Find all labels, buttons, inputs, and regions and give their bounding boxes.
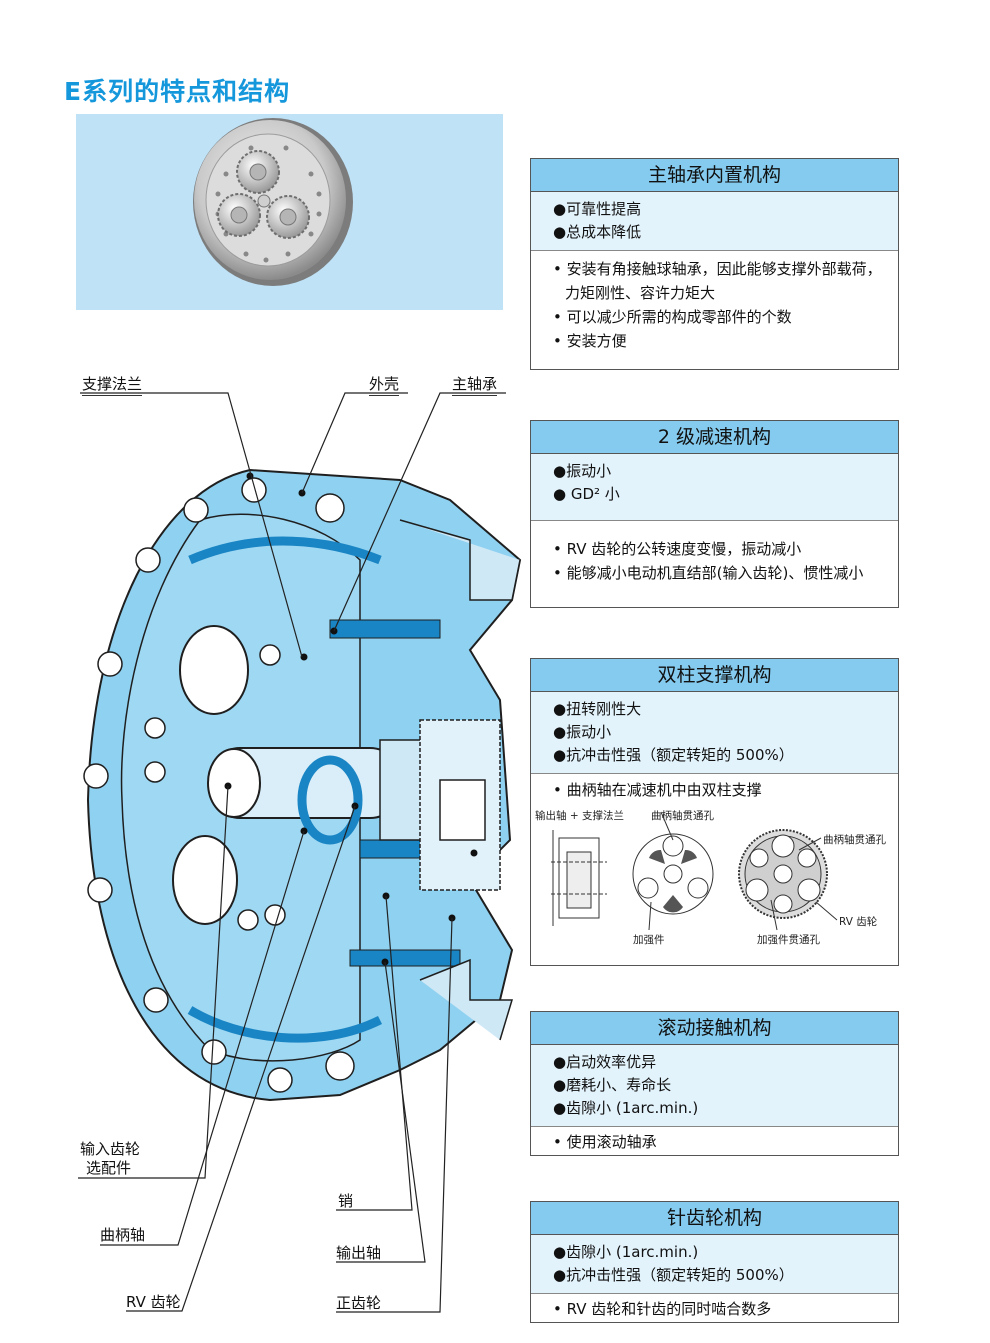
- box-description: • 安装有角接触球轴承，因此能够支撑外部载荷，力矩刚性、容许力矩大 • 可以减少…: [531, 251, 898, 359]
- box-features: ●启动效率优异 ●磨耗小、寿命长 ●齿隙小 (1arc.min.): [531, 1045, 898, 1127]
- desc-item: • RV 齿轮的公转速度变慢，振动减小: [553, 540, 802, 558]
- feature-box-rolling-contact: 滚动接触机构 ●启动效率优异 ●磨耗小、寿命长 ●齿隙小 (1arc.min.)…: [530, 1011, 899, 1156]
- feature-item: ●磨耗小、寿命长: [553, 1076, 672, 1094]
- page-title: E系列的特点和结构: [64, 77, 291, 106]
- label-spur-gear: 正齿轮: [336, 1294, 382, 1312]
- diagram-label-crank-hole-2: 曲柄轴贯通孔: [823, 834, 886, 846]
- desc-item: • 安装方便: [553, 332, 627, 350]
- box-features: ●扭转刚性大 ●振动小 ●抗冲击性强（额定转矩的 500%）: [531, 692, 898, 774]
- feature-item: ●抗冲击性强（额定转矩的 500%）: [553, 746, 794, 764]
- feature-box-double-column-support: 双柱支撑机构 ●扭转刚性大 ●振动小 ●抗冲击性强（额定转矩的 500%） • …: [530, 658, 899, 966]
- diagram-label-output-flange: 输出轴 + 支撑法兰: [535, 810, 624, 822]
- product-photo: [76, 114, 503, 310]
- label-input-gear: 输入齿轮: [80, 1140, 141, 1158]
- bearing-ring: [188, 536, 382, 565]
- desc-item: • 可以减少所需的构成零部件的个数: [553, 308, 792, 326]
- feature-item: ●振动小: [553, 462, 612, 480]
- feature-item: ●可靠性提高: [553, 200, 642, 218]
- label-housing: 外壳: [369, 373, 400, 396]
- box-heading: 针齿轮机构: [531, 1202, 898, 1235]
- desc-item: • RV 齿轮和针齿的同时啮合数多: [553, 1300, 772, 1318]
- feature-box-pin-gear: 针齿轮机构 ●齿隙小 (1arc.min.) ●抗冲击性强（额定转矩的 500%…: [530, 1201, 899, 1323]
- desc-item: • 曲柄轴在减速机中由双柱支撑: [553, 781, 762, 799]
- box-description: • 使用滚动轴承: [531, 1127, 898, 1157]
- label-crankshaft: 曲柄轴: [100, 1226, 146, 1244]
- feature-item: ●总成本降低: [553, 223, 642, 241]
- box-description: • RV 齿轮和针齿的同时啮合数多: [531, 1294, 898, 1324]
- box-heading: 滚动接触机构: [531, 1012, 898, 1045]
- desc-item: • 能够减小电动机直结部(输入齿轮)、惯性减小: [553, 564, 864, 582]
- feature-box-two-stage-reduction: 2 级减速机构 ●振动小 ● GD² 小 • RV 齿轮的公转速度变慢，振动减小…: [530, 420, 899, 608]
- diagram-label-reinforcement: 加强件: [633, 934, 665, 946]
- box-features: ●齿隙小 (1arc.min.) ●抗冲击性强（额定转矩的 500%）: [531, 1235, 898, 1294]
- diagram-label-reinforcement-hole: 加强件贯通孔: [757, 934, 820, 946]
- feature-item: ●扭转刚性大: [553, 700, 642, 718]
- box-features: ●可靠性提高 ●总成本降低: [531, 192, 898, 251]
- feature-item: ● GD² 小: [553, 485, 620, 503]
- desc-item: • 使用滚动轴承: [553, 1133, 657, 1151]
- box-description: • RV 齿轮的公转速度变慢，振动减小 • 能够减小电动机直结部(输入齿轮)、惯…: [531, 521, 898, 591]
- box-features: ●振动小 ● GD² 小: [531, 454, 898, 521]
- label-support-flange: 支撑法兰: [82, 373, 143, 396]
- double-column-drawing: [551, 811, 838, 931]
- box-heading: 主轴承内置机构: [531, 159, 898, 192]
- box-description: • 曲柄轴在减速机中由双柱支撑: [531, 774, 898, 802]
- label-rv-gear: RV 齿轮: [126, 1293, 181, 1311]
- rim-bolt-holes: [83, 477, 355, 1093]
- feature-item: ●启动效率优异: [553, 1053, 657, 1071]
- feature-box-main-bearing: 主轴承内置机构 ●可靠性提高 ●总成本降低 • 安装有角接触球轴承，因此能够支撑…: [530, 158, 899, 370]
- reducer-photo-illustration: [193, 118, 353, 286]
- box-heading: 双柱支撑机构: [531, 659, 898, 692]
- feature-item: ●齿隙小 (1arc.min.): [553, 1099, 699, 1117]
- label-main-bearing: 主轴承: [452, 373, 498, 396]
- feature-item: ●振动小: [553, 723, 612, 741]
- feature-item: ●齿隙小 (1arc.min.): [553, 1243, 699, 1261]
- double-column-diagram: 输出轴 + 支撑法兰 曲柄轴贯通孔 曲柄轴贯通孔 加强件 加强件贯通孔 RV 齿…: [531, 802, 898, 952]
- diagram-label-crank-hole: 曲柄轴贯通孔: [651, 810, 714, 822]
- label-output-shaft: 输出轴: [336, 1244, 382, 1262]
- label-input-gear-note: 选配件: [86, 1159, 132, 1177]
- box-heading: 2 级减速机构: [531, 421, 898, 454]
- desc-item: • 安装有角接触球轴承，因此能够支撑外部载荷，力矩刚性、容许力矩大: [553, 260, 882, 302]
- label-pin: 销: [338, 1192, 354, 1210]
- feature-item: ●抗冲击性强（额定转矩的 500%）: [553, 1266, 794, 1284]
- diagram-label-rv-gear: RV 齿轮: [839, 916, 878, 928]
